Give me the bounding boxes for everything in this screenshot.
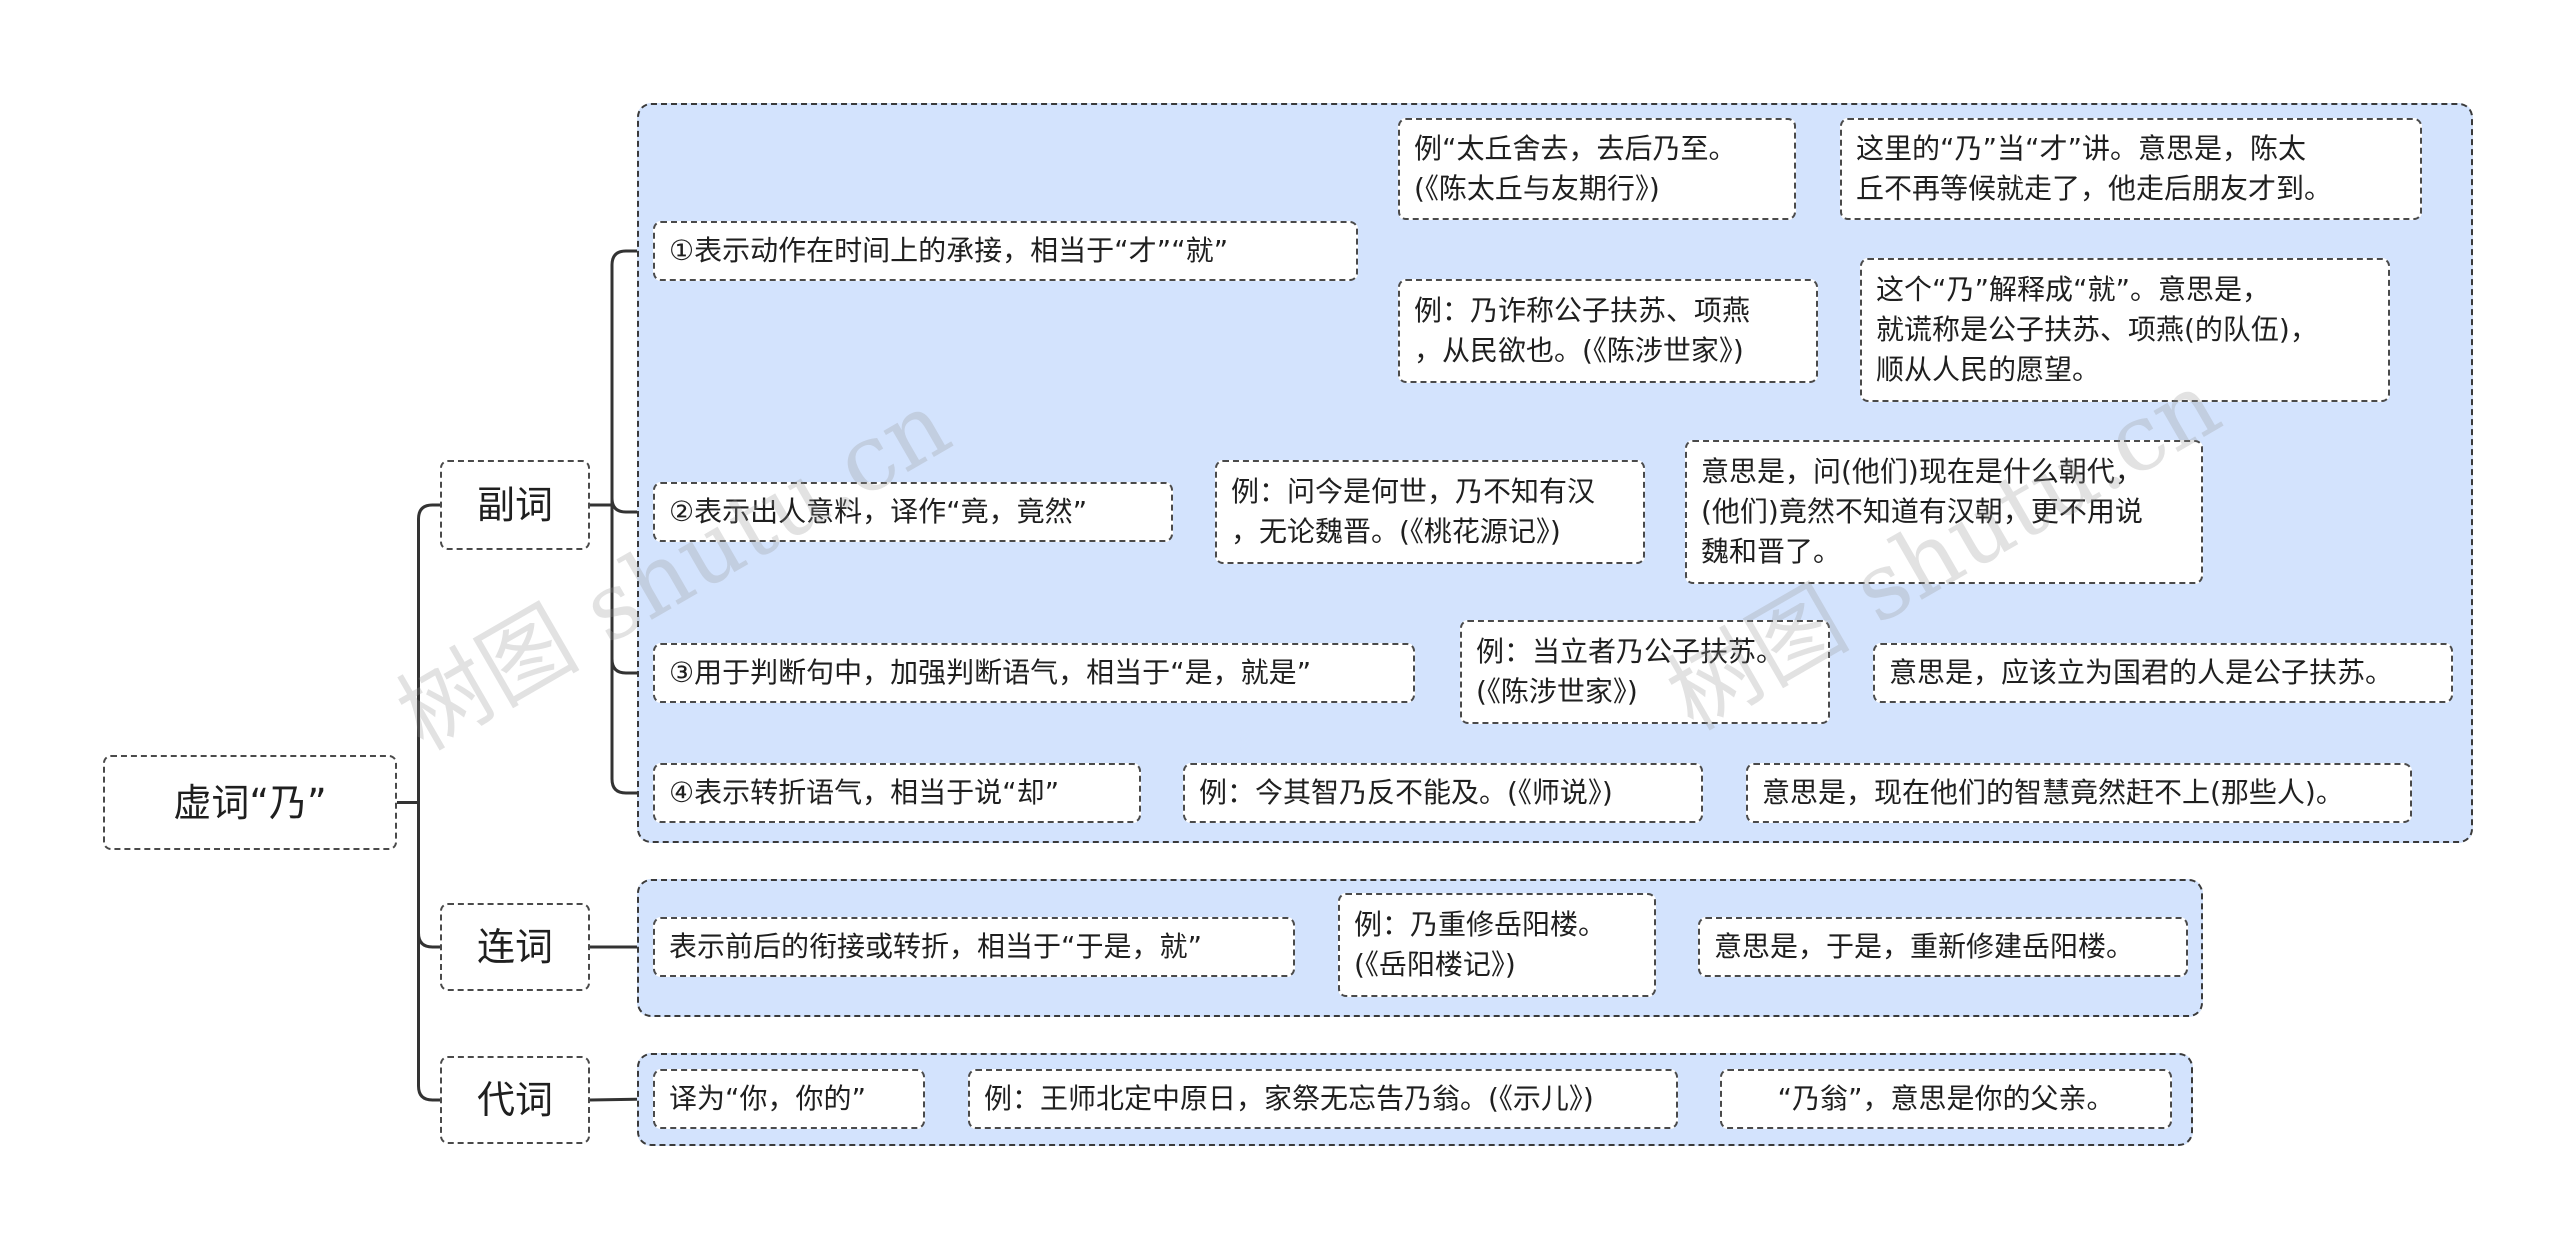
- sense-node[interactable]: ①表示动作在时间上的承接，相当于“才”“就”: [653, 221, 1358, 281]
- connector-line: [417, 802, 440, 1102]
- connector-line: [610, 505, 653, 795]
- meaning-node[interactable]: 意思是，应该立为国君的人是公子扶苏。: [1873, 643, 2453, 703]
- sense-node[interactable]: ③用于判断句中，加强判断语气，相当于“是，就是”: [653, 643, 1415, 703]
- category-adverb[interactable]: 副词: [440, 460, 590, 550]
- meaning-node[interactable]: 意思是，现在他们的智慧竟然赶不上(那些人)。: [1746, 763, 2412, 823]
- meaning-node[interactable]: “乃翁”，意思是你的父亲。: [1720, 1069, 2172, 1129]
- connector-line: [417, 802, 440, 949]
- meaning-node[interactable]: 意思是，于是，重新修建岳阳楼。: [1698, 917, 2188, 977]
- category-pronoun[interactable]: 代词: [440, 1056, 590, 1144]
- sense-node[interactable]: ④表示转折语气，相当于说“却”: [653, 763, 1141, 823]
- root-topic[interactable]: 虚词“乃”: [103, 755, 397, 850]
- example-node[interactable]: 例“太丘舍去，去后乃至。 (《陈太丘与友期行》): [1398, 118, 1796, 220]
- example-node[interactable]: 例：今其智乃反不能及。(《师说》): [1183, 763, 1703, 823]
- sense-node[interactable]: 译为“你，你的”: [653, 1069, 925, 1129]
- example-node[interactable]: 例：乃重修岳阳楼。 (《岳阳楼记》): [1338, 893, 1656, 997]
- sense-node[interactable]: 表示前后的衔接或转折，相当于“于是，就”: [653, 917, 1295, 977]
- example-node[interactable]: 例：王师北定中原日，家祭无忘告乃翁。(《示儿》): [968, 1069, 1678, 1129]
- connector-line: [610, 249, 653, 505]
- meaning-node[interactable]: 这里的“乃”当“才”讲。意思是，陈太 丘不再等候就走了，他走后朋友才到。: [1840, 118, 2422, 220]
- example-node[interactable]: 例：当立者乃公子扶苏。 (《陈涉世家》): [1460, 620, 1830, 724]
- meaning-node[interactable]: 意思是，问(他们)现在是什么朝代， (他们)竟然不知道有汉朝，更不用说 魏和晋了…: [1685, 440, 2203, 584]
- category-conjunction[interactable]: 连词: [440, 903, 590, 991]
- meaning-node[interactable]: 这个“乃”解释成“就”。意思是， 就谎称是公子扶苏、项燕(的队伍)， 顺从人民的…: [1860, 258, 2390, 402]
- example-node[interactable]: 例：问今是何世，乃不知有汉 ，无论魏晋。(《桃花源记》): [1215, 460, 1645, 564]
- connector-line: [417, 503, 440, 803]
- example-node[interactable]: 例：乃诈称公子扶苏、项燕 ，从民欲也。(《陈涉世家》): [1398, 279, 1818, 383]
- connector-line: [610, 497, 653, 514]
- sense-node[interactable]: ②表示出人意料，译作“竟，竟然”: [653, 482, 1173, 542]
